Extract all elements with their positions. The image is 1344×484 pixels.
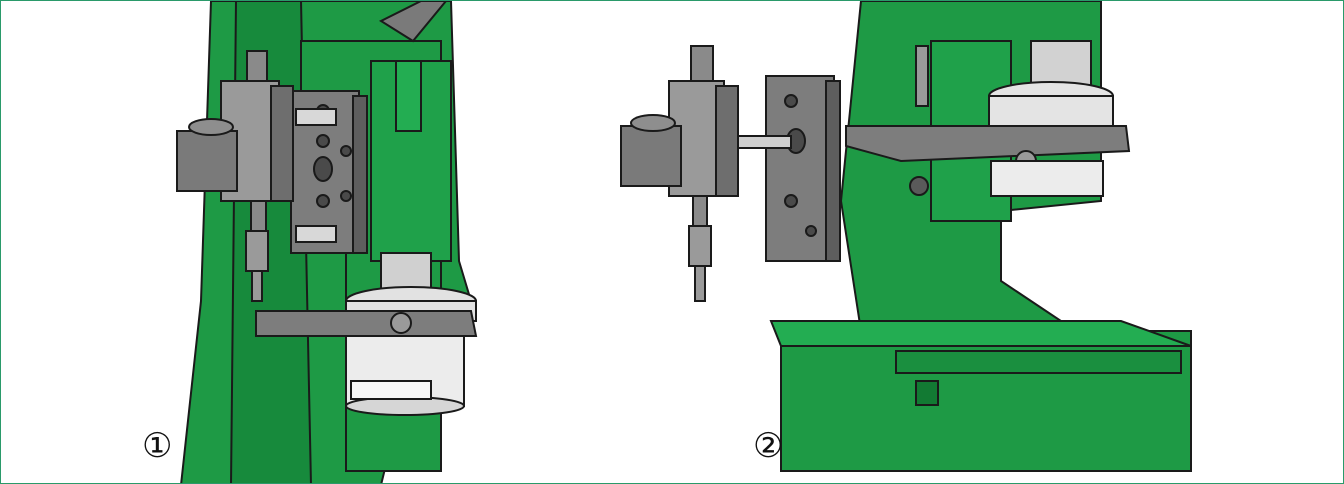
sensor-exploded	[620, 45, 739, 302]
step-1-label: ①	[142, 426, 173, 466]
sensor-assembly	[176, 50, 294, 302]
step-2-label: ②	[753, 426, 784, 466]
assembled-view	[1, 1, 661, 483]
exploded-press-illustration	[620, 1, 1192, 472]
assembled-press-illustration	[176, 1, 478, 483]
spindle-unit	[255, 252, 478, 416]
spindle-unit-2	[845, 40, 1131, 197]
exploded-view	[601, 1, 1343, 483]
stop-plate-exploded	[735, 75, 841, 262]
stop-plate	[290, 90, 368, 254]
